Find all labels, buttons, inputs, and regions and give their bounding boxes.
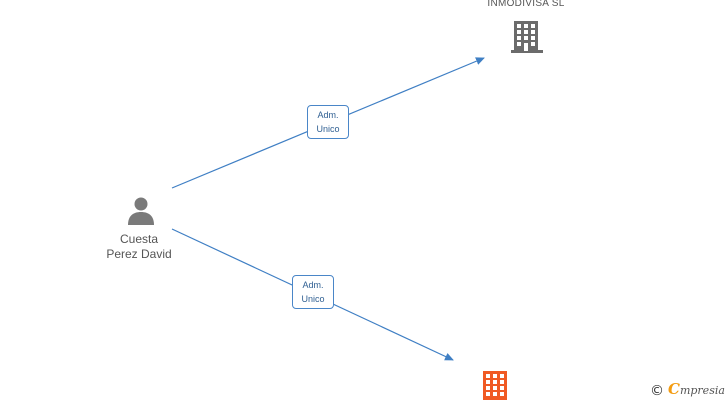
edge-label-role-bottom-line1: Adm. [302, 280, 324, 290]
person-name-line1: Cuesta [119, 232, 159, 246]
brand-name: mpresia [679, 384, 725, 397]
company-name-inmodivisa[interactable]: INMODIVISA SL [487, 0, 565, 9]
building-icon-highlighted[interactable] [480, 368, 510, 400]
person-name-line2: Perez David [106, 247, 172, 261]
edge-label-role-bottom-line2: Unico [301, 294, 325, 304]
edge-label-role-top[interactable]: Adm. Unico [307, 105, 349, 139]
building-icon[interactable] [510, 18, 544, 54]
edge-label-role-top-line1: Adm. [317, 110, 339, 120]
person-name[interactable]: Cuesta Perez David [89, 232, 189, 262]
copyright-icon: © [650, 382, 664, 399]
edge-label-role-top-line2: Unico [316, 124, 340, 134]
brand-initial: C [668, 380, 680, 398]
empresia-watermark: ©Cmpresia [650, 380, 725, 399]
person-icon[interactable] [126, 196, 156, 226]
edge-label-role-bottom[interactable]: Adm. Unico [292, 275, 334, 309]
